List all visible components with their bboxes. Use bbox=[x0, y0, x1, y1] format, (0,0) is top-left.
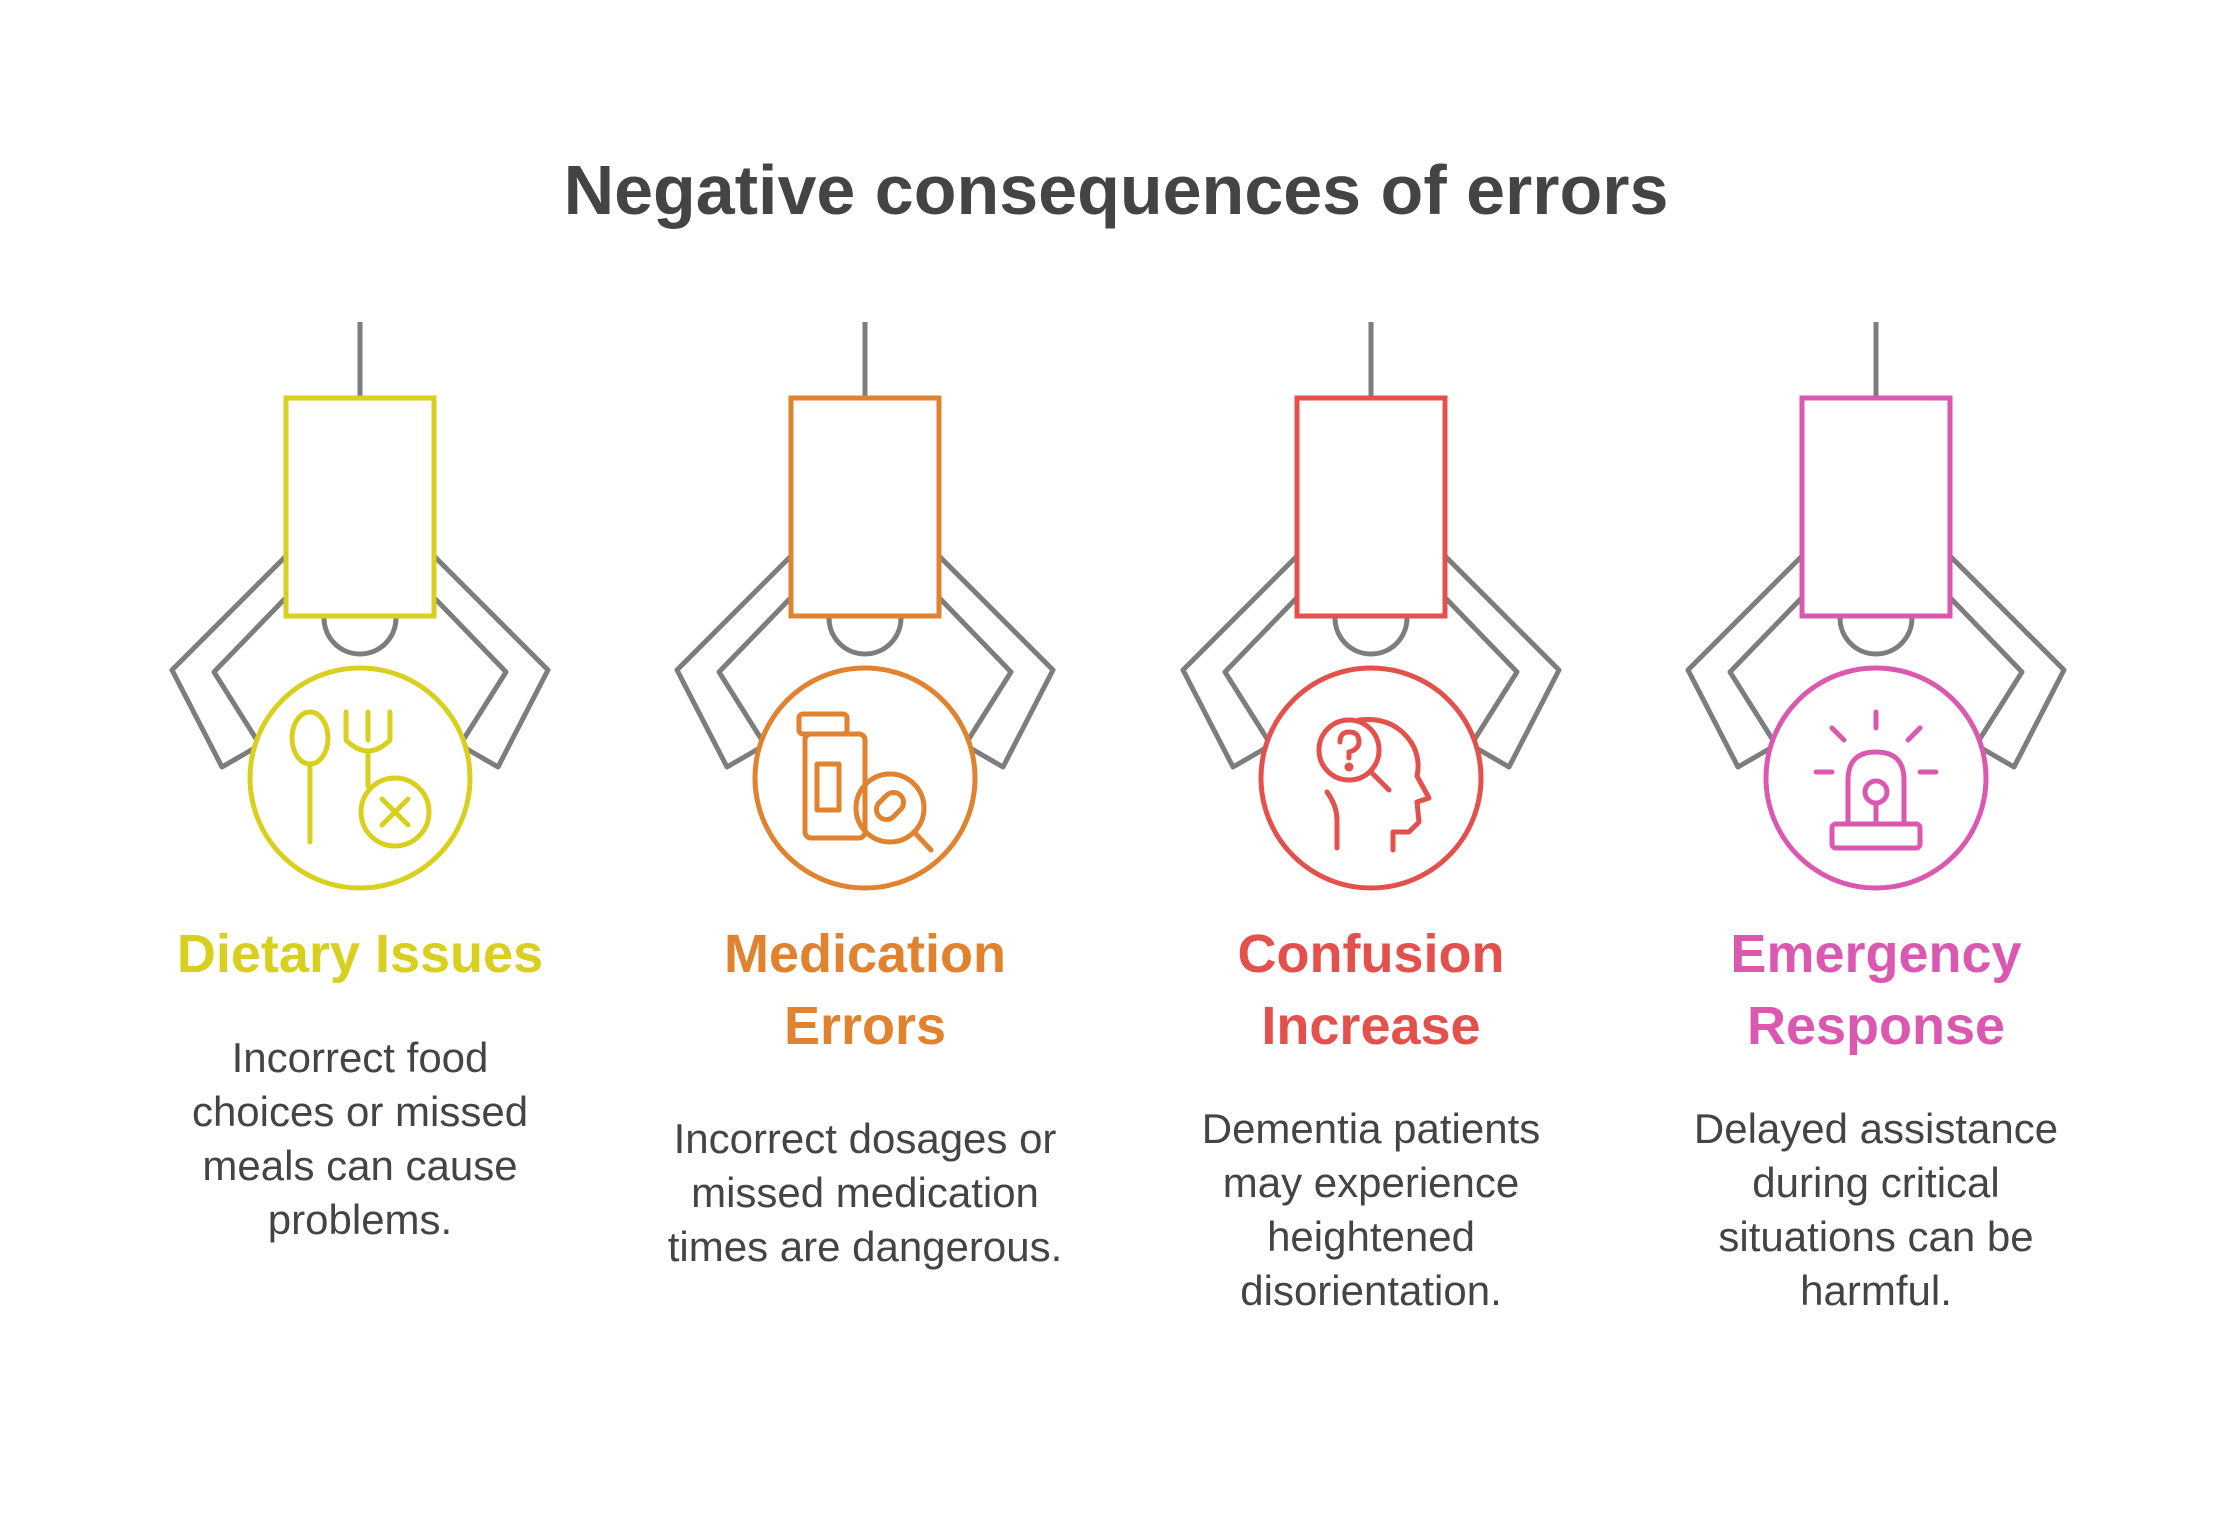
utensils-cross-icon bbox=[289, 709, 432, 849]
item-heading: Confusion Increase bbox=[1237, 924, 1505, 1056]
item-confusion-increase: Confusion Increase Dementia patients may… bbox=[1131, 0, 1611, 1530]
siren-alarm-icon bbox=[1813, 709, 1939, 851]
claw-block bbox=[283, 395, 437, 619]
item-heading: Emergency Response bbox=[1730, 924, 2022, 1056]
item-dietary-issues: Dietary Issues Incorrect food choices or… bbox=[120, 0, 600, 1530]
pill-bottle-magnifier-icon bbox=[796, 711, 934, 853]
item-heading: Medication Errors bbox=[723, 924, 1007, 1056]
head-question-icon bbox=[1316, 716, 1432, 853]
icon-circle bbox=[247, 665, 473, 891]
item-description: Delayed assistance during critical situa… bbox=[1693, 1105, 2059, 1314]
item-medication-errors: Medication Errors Incorrect dosages or m… bbox=[625, 0, 1105, 1530]
page-title: Negative consequences of errors bbox=[563, 151, 1669, 229]
claw-block bbox=[1799, 395, 1953, 619]
item-description: Incorrect food choices or missed meals c… bbox=[191, 1034, 529, 1243]
item-emergency-response: Emergency Response Delayed assistance du… bbox=[1636, 0, 2116, 1530]
robotic-claw-graphic bbox=[1685, 322, 2067, 891]
item-heading: Dietary Issues bbox=[176, 924, 544, 984]
item-description: Incorrect dosages or missed medication t… bbox=[667, 1115, 1063, 1270]
robotic-claw-graphic bbox=[1180, 322, 1562, 891]
claw-block bbox=[1294, 395, 1448, 619]
icon-circle bbox=[1258, 665, 1484, 891]
claw-block bbox=[788, 395, 942, 619]
robotic-claw-graphic bbox=[169, 322, 551, 891]
robotic-claw-graphic bbox=[674, 322, 1056, 891]
item-description: Dementia patients may experience heighte… bbox=[1201, 1105, 1541, 1314]
icon-circle bbox=[1763, 665, 1989, 891]
